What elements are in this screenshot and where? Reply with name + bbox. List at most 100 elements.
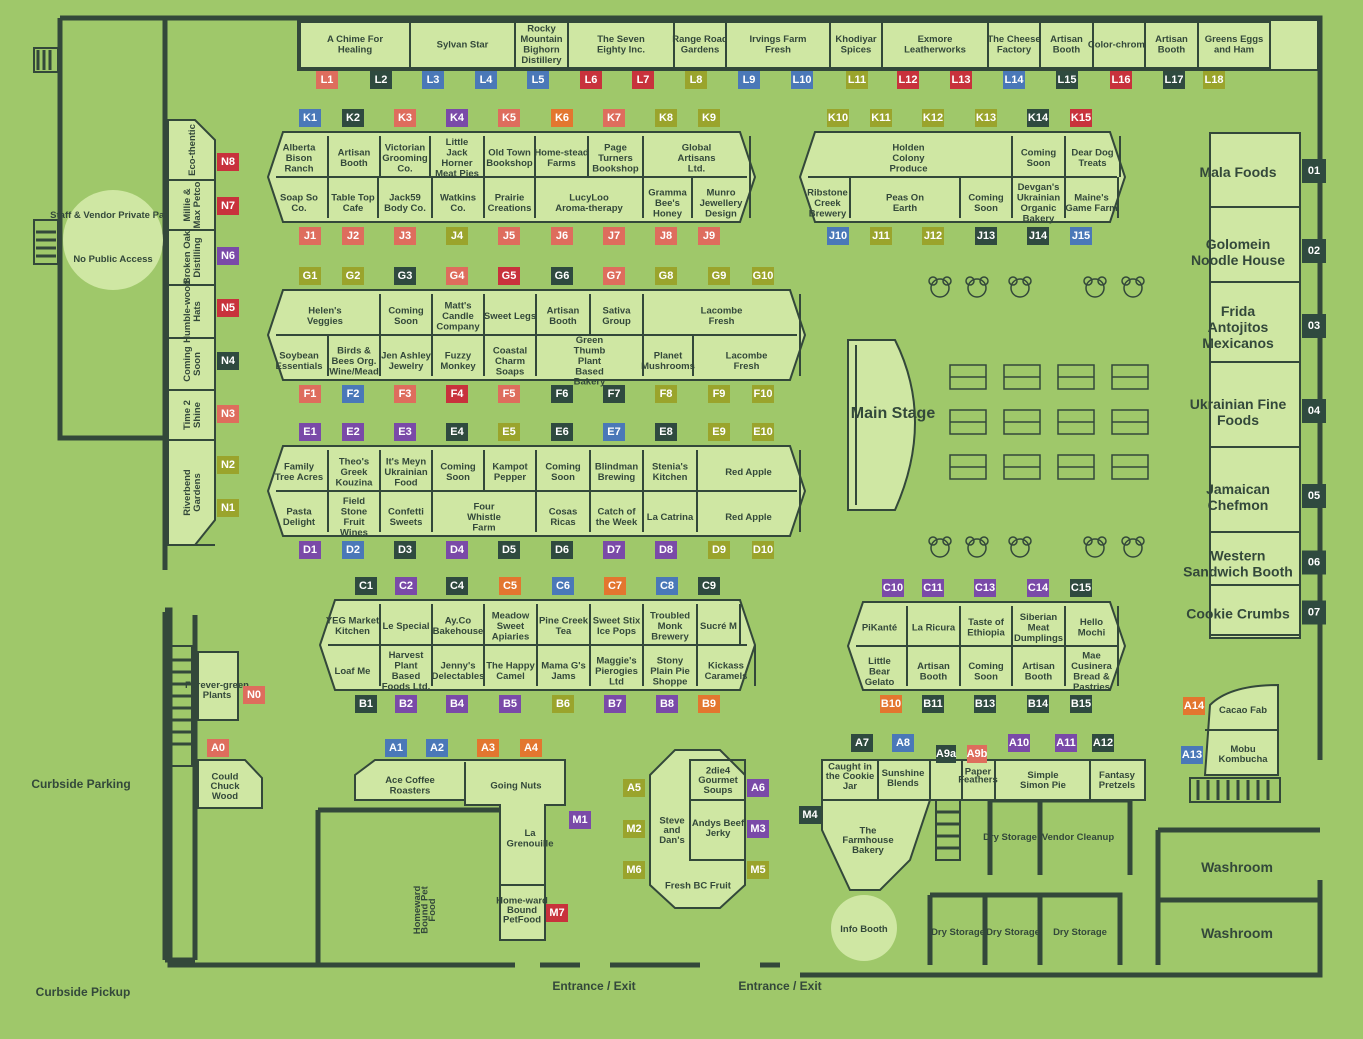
booth-l1[interactable]: [299, 21, 411, 69]
booth-tag-l12[interactable]: L12: [897, 71, 919, 89]
booth-tag-l5[interactable]: L5: [527, 71, 549, 89]
booth-tag-b10[interactable]: B10: [880, 695, 902, 713]
booth-tag-c14[interactable]: C14: [1027, 579, 1049, 597]
booth-tag-c10[interactable]: C10: [882, 579, 904, 597]
booth-tag-k5[interactable]: K5: [498, 109, 520, 127]
booth-tag-a3[interactable]: A3: [477, 739, 499, 757]
booth-tag-a2[interactable]: A2: [426, 739, 448, 757]
booth-tag-a1[interactable]: A1: [385, 739, 407, 757]
booth-tag-m1[interactable]: M1: [569, 811, 591, 829]
booth-tag-m5[interactable]: M5: [747, 861, 769, 879]
booth-tag-m7[interactable]: M7: [546, 904, 568, 922]
booth-tag-n2[interactable]: N2: [217, 456, 239, 474]
booth-tag-d4[interactable]: D4: [446, 541, 468, 559]
booth-tag-j15[interactable]: J15: [1070, 227, 1092, 245]
booth-tag-d1[interactable]: D1: [299, 541, 321, 559]
booth-tag-j4[interactable]: J4: [446, 227, 468, 245]
booth-tag-j7[interactable]: J7: [603, 227, 625, 245]
booth-tag-d7[interactable]: D7: [603, 541, 625, 559]
booth-tag-b14[interactable]: B14: [1027, 695, 1049, 713]
booth-tag-g6[interactable]: G6: [551, 267, 573, 285]
booth-tag-j5[interactable]: J5: [498, 227, 520, 245]
booth-tag-f9[interactable]: F9: [708, 385, 730, 403]
booth-tag-k7[interactable]: K7: [603, 109, 625, 127]
booth-tag-a9b[interactable]: A9b: [967, 745, 988, 763]
booth-tag-a4[interactable]: A4: [520, 739, 542, 757]
booth-tag-j1[interactable]: J1: [299, 227, 321, 245]
booth-tag-n6[interactable]: N6: [217, 247, 239, 265]
booth-tag-k2[interactable]: K2: [342, 109, 364, 127]
booth-tag-k9[interactable]: K9: [698, 109, 720, 127]
booth-tag-d5[interactable]: D5: [498, 541, 520, 559]
booth-tag-l8[interactable]: L8: [685, 71, 707, 89]
booth-l15[interactable]: [1039, 21, 1094, 69]
booth-tag-g1[interactable]: G1: [299, 267, 321, 285]
booth-tag-j12[interactable]: J12: [922, 227, 944, 245]
booth-tag-e7[interactable]: E7: [603, 423, 625, 441]
booth-tag-k8[interactable]: K8: [655, 109, 677, 127]
booth-tag-e6[interactable]: E6: [551, 423, 573, 441]
booth-tag-l3[interactable]: L3: [422, 71, 444, 89]
booth-tag-d10[interactable]: D10: [752, 541, 774, 559]
booth-tag-g5[interactable]: G5: [498, 267, 520, 285]
booth-tag-k4[interactable]: K4: [446, 109, 468, 127]
booth-tag-m4[interactable]: M4: [799, 806, 821, 824]
booth-tag-j14[interactable]: J14: [1027, 227, 1049, 245]
booth-tag-c11[interactable]: C11: [922, 579, 944, 597]
booth-tag-l1[interactable]: L1: [316, 71, 338, 89]
booth-l12[interactable]: [881, 21, 989, 69]
booth-tag-a8[interactable]: A8: [892, 734, 914, 752]
booth-tag-m2[interactable]: M2: [623, 820, 645, 838]
booth-tag-g3[interactable]: G3: [394, 267, 416, 285]
booth-tag-n3[interactable]: N3: [217, 405, 239, 423]
booth-tag-j11[interactable]: J11: [870, 227, 892, 245]
booth-tag-a0[interactable]: A0: [207, 739, 229, 757]
booth-tag-b11[interactable]: B11: [922, 695, 944, 713]
booth-tag-e2[interactable]: E2: [342, 423, 364, 441]
booth-tag-d3[interactable]: D3: [394, 541, 416, 559]
booth-tag-b13[interactable]: B13: [974, 695, 996, 713]
booth-tag-d8[interactable]: D8: [655, 541, 677, 559]
booth-tag-j9[interactable]: J9: [698, 227, 720, 245]
booth-tag-n8[interactable]: N8: [217, 153, 239, 171]
booth-tag-c4[interactable]: C4: [446, 577, 468, 595]
booth-tag-j8[interactable]: J8: [655, 227, 677, 245]
booth-tag-e4[interactable]: E4: [446, 423, 468, 441]
booth-tag-g2[interactable]: G2: [342, 267, 364, 285]
booth-tag-f5[interactable]: F5: [498, 385, 520, 403]
booth-tag-c13[interactable]: C13: [974, 579, 996, 597]
booth-tag-n4[interactable]: N4: [217, 352, 239, 370]
booth-tag-j6[interactable]: J6: [551, 227, 573, 245]
booth-tag-a13[interactable]: A13: [1181, 746, 1203, 764]
booth-tag-a12[interactable]: A12: [1092, 734, 1114, 752]
booth-tag-f1[interactable]: F1: [299, 385, 321, 403]
booth-tag-g8[interactable]: G8: [655, 267, 677, 285]
booth-tag-k11[interactable]: K11: [870, 109, 892, 127]
booth-tag-c5[interactable]: C5: [499, 577, 521, 595]
booth-tag-b4[interactable]: B4: [446, 695, 468, 713]
booth-tag-c1[interactable]: C1: [355, 577, 377, 595]
booth-tag-n7[interactable]: N7: [217, 197, 239, 215]
booth-tag-f6[interactable]: F6: [551, 385, 573, 403]
booth-tag-l17[interactable]: L17: [1163, 71, 1185, 89]
booth-tag-b2[interactable]: B2: [395, 695, 417, 713]
booth-tag-j10[interactable]: J10: [827, 227, 849, 245]
booth-tag-g10[interactable]: G10: [752, 267, 774, 285]
booth-tag-a7[interactable]: A7: [851, 734, 873, 752]
booth-a0[interactable]: [197, 759, 263, 809]
booth-tag-k3[interactable]: K3: [394, 109, 416, 127]
booth-tag-a9a[interactable]: A9a: [936, 745, 957, 763]
booth-tag-c8[interactable]: C8: [656, 577, 678, 595]
booth-tag-c2[interactable]: C2: [395, 577, 417, 595]
booth-tag-b7[interactable]: B7: [604, 695, 626, 713]
booth-tag-m6[interactable]: M6: [623, 861, 645, 879]
booth-tag-k14[interactable]: K14: [1027, 109, 1049, 127]
booth-tag-k1[interactable]: K1: [299, 109, 321, 127]
booth-tag-e5[interactable]: E5: [498, 423, 520, 441]
booth-l16[interactable]: [1092, 21, 1146, 69]
